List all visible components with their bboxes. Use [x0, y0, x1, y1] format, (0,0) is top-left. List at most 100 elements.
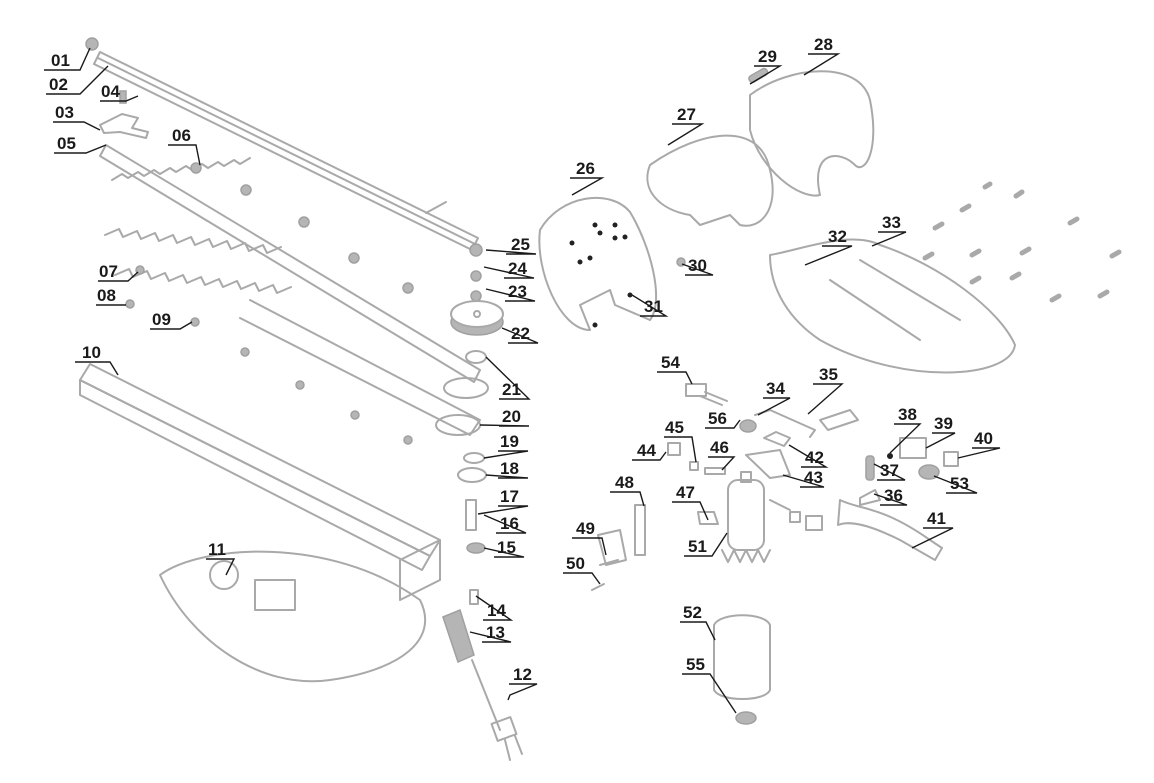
label-28: 28 [803, 35, 841, 76]
blade-cover-10 [79, 363, 441, 601]
svg-text:30: 30 [688, 256, 707, 275]
svg-text:17: 17 [500, 487, 519, 506]
part-01-shape [85, 37, 99, 51]
cover-27 [646, 134, 774, 227]
label-22: 22 [501, 324, 539, 344]
svg-text:49: 49 [576, 519, 595, 538]
label-39: 39 [925, 414, 956, 449]
label-15: 15 [483, 538, 525, 558]
svg-text:37: 37 [880, 461, 899, 480]
label-20: 20 [479, 407, 530, 427]
label-40: 40 [957, 429, 1001, 459]
label-02: 02 [46, 65, 109, 95]
svg-text:29: 29 [758, 47, 777, 66]
label-48: 48 [610, 473, 645, 507]
part-03-shape [99, 113, 149, 139]
svg-text:36: 36 [884, 486, 903, 505]
label-47: 47 [672, 483, 709, 521]
svg-text:11: 11 [208, 540, 226, 559]
callout-labels: 01 02 04 03 05 06 07 08 09 10 11 12 13 1… [44, 35, 1001, 714]
label-06: 06 [168, 126, 201, 166]
svg-text:10: 10 [82, 343, 101, 362]
svg-text:43: 43 [804, 468, 823, 487]
svg-text:06: 06 [172, 126, 191, 145]
svg-text:01: 01 [51, 51, 70, 70]
svg-text:09: 09 [152, 310, 171, 329]
svg-text:41: 41 [927, 509, 946, 528]
svg-text:42: 42 [805, 448, 824, 467]
svg-text:55: 55 [686, 655, 705, 674]
label-26: 26 [570, 159, 605, 196]
svg-text:34: 34 [766, 379, 785, 398]
label-19: 19 [483, 432, 529, 459]
part-15-bearing [466, 542, 486, 554]
label-53: 53 [933, 474, 978, 494]
svg-text:19: 19 [500, 432, 519, 451]
label-32: 32 [804, 227, 853, 266]
svg-text:45: 45 [665, 418, 684, 437]
svg-text:21: 21 [502, 380, 521, 399]
label-23: 23 [485, 282, 536, 302]
blade-guide-rail [93, 51, 479, 251]
rear-housing-11 [159, 550, 427, 683]
svg-text:31: 31 [644, 297, 663, 316]
svg-text:20: 20 [502, 407, 521, 426]
label-18: 18 [485, 459, 529, 479]
label-54: 54 [657, 353, 693, 385]
switch-frame-26 [538, 196, 658, 331]
svg-text:44: 44 [637, 441, 656, 460]
label-51: 51 [684, 532, 728, 557]
svg-text:54: 54 [661, 353, 680, 372]
stator-52 [713, 614, 771, 700]
housing-screws [922, 181, 1122, 303]
label-46: 46 [708, 438, 736, 471]
label-31: 31 [631, 294, 669, 317]
power-cord-12-13 [442, 608, 523, 761]
part-04-shape [119, 90, 127, 104]
label-10: 10 [75, 343, 119, 376]
label-08: 08 [96, 286, 126, 306]
label-16: 16 [483, 514, 527, 534]
label-33: 33 [871, 213, 907, 247]
motor-51 [721, 471, 771, 563]
handle-cover-28 [749, 70, 875, 197]
main-housing-33 [769, 238, 1016, 374]
label-27: 27 [667, 105, 705, 146]
label-24: 24 [483, 259, 535, 279]
label-05: 05 [54, 134, 107, 154]
svg-text:32: 32 [828, 227, 847, 246]
label-34: 34 [757, 379, 791, 416]
label-01: 01 [44, 47, 91, 71]
label-07: 07 [98, 262, 139, 282]
svg-text:38: 38 [898, 405, 917, 424]
label-03: 03 [53, 103, 101, 131]
svg-text:26: 26 [576, 159, 595, 178]
svg-text:40: 40 [974, 429, 993, 448]
label-41: 41 [911, 509, 954, 549]
part-18-washer [457, 467, 487, 483]
svg-text:39: 39 [934, 414, 953, 433]
label-43: 43 [782, 468, 825, 488]
label-29: 29 [749, 47, 783, 85]
label-36: 36 [873, 486, 908, 506]
svg-text:05: 05 [57, 134, 76, 153]
svg-text:14: 14 [487, 601, 506, 620]
label-45: 45 [664, 418, 697, 463]
part-17-shaft [465, 499, 477, 531]
svg-text:27: 27 [677, 105, 696, 124]
screws-and-nuts [125, 162, 483, 445]
svg-text:33: 33 [882, 213, 901, 232]
label-04: 04 [100, 82, 139, 102]
label-30: 30 [681, 256, 714, 276]
label-11: 11 [206, 540, 236, 576]
svg-text:04: 04 [101, 82, 120, 101]
label-37: 37 [873, 461, 906, 481]
svg-text:22: 22 [511, 324, 530, 343]
label-52: 52 [680, 603, 716, 641]
svg-text:47: 47 [676, 483, 695, 502]
label-49: 49 [572, 519, 607, 556]
svg-text:23: 23 [508, 282, 527, 301]
svg-text:24: 24 [508, 259, 527, 278]
label-09: 09 [150, 310, 193, 330]
